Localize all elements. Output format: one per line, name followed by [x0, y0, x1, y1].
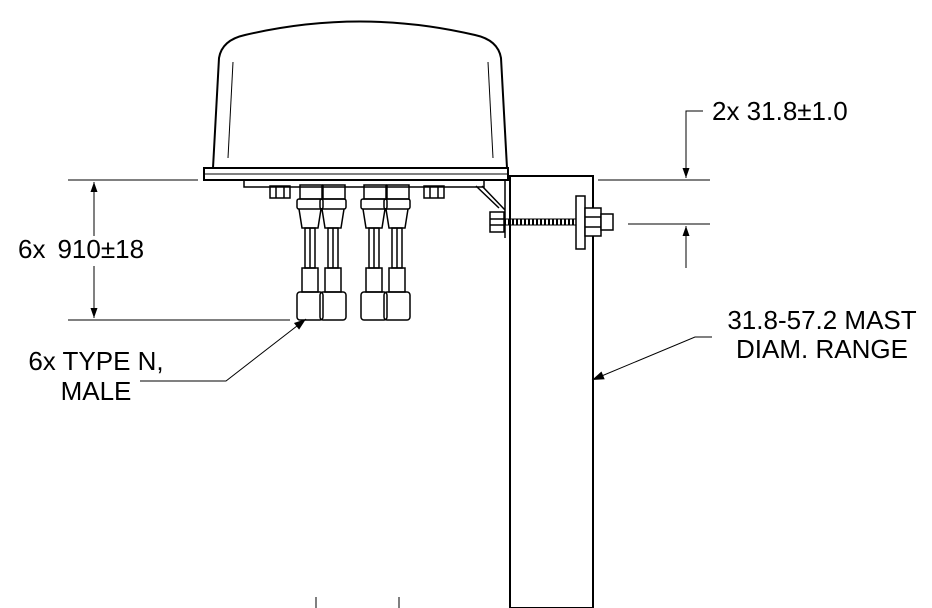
base-nut	[423, 185, 445, 199]
clamp-plate-outer	[575, 195, 614, 250]
cable-assembly-2	[319, 184, 347, 321]
length-qty: 6x	[18, 234, 46, 264]
cable-assembly-1	[296, 184, 324, 321]
mast-callout: 31.8-57.2 MAST DIAM. RANGE	[712, 307, 932, 362]
connector-leader	[140, 318, 307, 382]
mast	[509, 175, 594, 608]
length-tolerance: ±18	[100, 234, 145, 264]
antenna-radome	[211, 20, 509, 169]
antenna-base-plate	[203, 167, 509, 188]
cable-assembly-4	[383, 184, 411, 321]
bracket-dimension-lines	[598, 110, 710, 268]
connector-callout-line1: 6x TYPE N,	[28, 346, 164, 376]
base-nut	[269, 185, 291, 199]
mast-leader	[591, 336, 712, 381]
clamp-nut-inner	[489, 211, 505, 233]
connector-callout: 6x TYPE N, MALE	[8, 348, 184, 404]
length-nominal: 910	[57, 234, 101, 264]
mast-callout-line1: 31.8-57.2 MAST	[727, 305, 917, 335]
length-dimension-lines	[68, 179, 290, 321]
cable-assembly-3	[360, 184, 388, 321]
mast-callout-line2: DIAM. RANGE	[736, 334, 908, 364]
length-dimension-label: 6x 910±18	[18, 236, 144, 262]
bottom-ticks	[315, 597, 400, 608]
bracket-dimension-label: 2x 31.8±1.0	[712, 98, 848, 124]
connector-callout-line2: MALE	[60, 376, 132, 406]
bracket-dimension-text: 2x 31.8±1.0	[712, 96, 848, 126]
